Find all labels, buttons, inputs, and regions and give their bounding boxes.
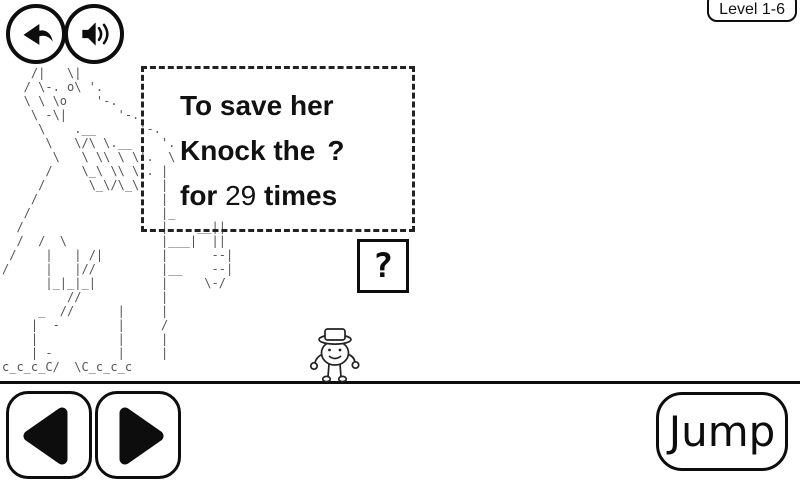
- ascii-dog-art: /| \| / \-. o\ '. \ \ \o '-. \ -\| '-. \…: [2, 66, 234, 374]
- ground-line: [0, 381, 800, 384]
- instruction-line-2: Knock the?: [180, 135, 345, 166]
- instruction-bubble: To save her Knock the? for 29 times: [141, 66, 415, 232]
- back-button[interactable]: [6, 4, 66, 64]
- speaker-icon: [74, 14, 114, 54]
- jump-button[interactable]: Jump: [656, 392, 788, 471]
- instruction-line-3: for 29 times: [180, 180, 338, 211]
- back-icon: [16, 14, 56, 54]
- question-symbol: ?: [327, 135, 345, 166]
- move-right-button[interactable]: [95, 391, 181, 479]
- knock-count: 29: [225, 180, 257, 211]
- player-character: [302, 326, 368, 384]
- question-block[interactable]: ?: [357, 239, 409, 293]
- sound-button[interactable]: [64, 4, 124, 64]
- move-left-button[interactable]: [6, 391, 92, 479]
- level-badge: Level 1-6: [707, 0, 797, 22]
- right-arrow-icon: [101, 397, 175, 473]
- stick-figure-icon: [309, 328, 360, 383]
- instruction-line-1: To save her: [180, 90, 334, 121]
- left-arrow-icon: [12, 397, 86, 473]
